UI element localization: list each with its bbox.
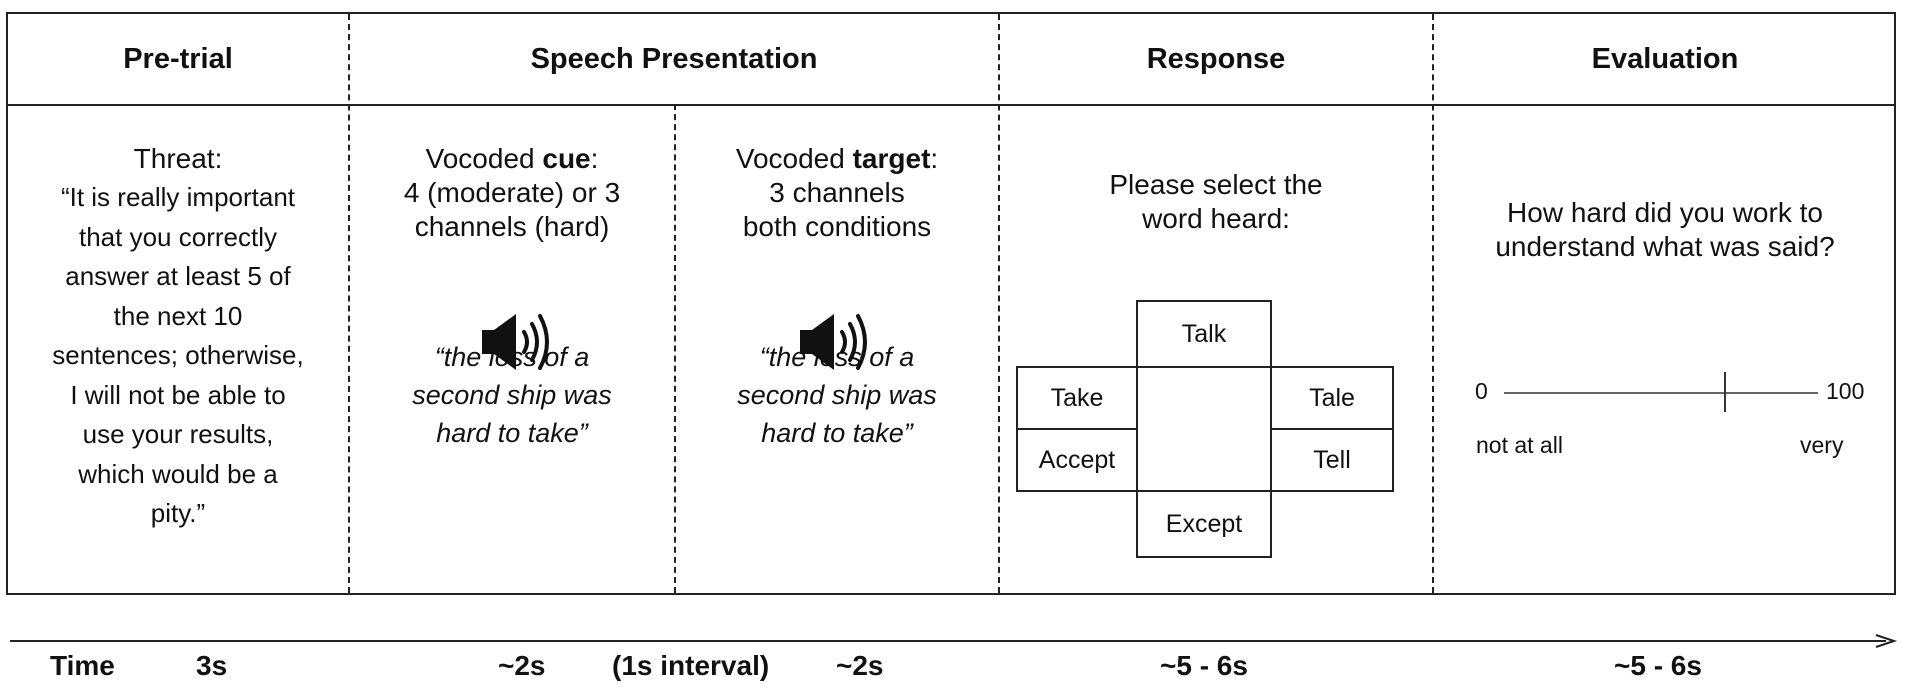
cue-condition-line: 4 (moderate) or 3	[403, 177, 621, 208]
divider-speech-response	[998, 14, 1000, 593]
header-divider	[8, 104, 1894, 106]
option-talk[interactable]: Talk	[1136, 300, 1272, 368]
threat-quote-line: the next 10	[113, 300, 243, 331]
target-title: Vocoded target:	[735, 143, 939, 174]
effort-question: How hard did you work to understand what…	[1495, 197, 1835, 262]
time-cue: ~2s	[498, 650, 546, 681]
time-response: ~5 - 6s	[1160, 650, 1248, 681]
target-condition-line: both conditions	[742, 211, 932, 242]
scale-max-label: very	[1800, 432, 1844, 458]
target-keyword: target	[852, 143, 931, 174]
threat-quote-line: sentences; otherwise,	[52, 340, 304, 370]
threat-quote-line: use your results,	[82, 419, 274, 449]
cue-sentence: “the loss of a second ship was hard to t…	[412, 342, 612, 448]
threat-quote-line: pity.”	[150, 498, 206, 528]
target-condition-line: 3 channels	[769, 177, 905, 208]
speaker-icon	[800, 314, 867, 370]
threat-quote-line: answer at least 5 of	[65, 261, 291, 291]
target-panel: Vocoded target: 3 channels both conditio…	[676, 142, 998, 244]
option-take[interactable]: Take	[1016, 366, 1138, 430]
phase-response: Response	[1146, 42, 1286, 75]
divider-pretrial-speech	[348, 14, 350, 593]
option-except[interactable]: Except	[1136, 490, 1272, 558]
threat-quote-line: “It is really important	[60, 182, 296, 212]
effort-scale-track[interactable]	[1504, 392, 1818, 394]
divider-cue-target	[674, 104, 676, 593]
time-label: Time	[50, 650, 115, 681]
cue-keyword: cue	[542, 143, 591, 174]
speaker-icon	[482, 314, 549, 370]
threat-quote-line: that you correctly	[79, 221, 277, 252]
phase-speech-presentation: Speech Presentation	[530, 42, 818, 75]
scale-min-label: not at all	[1476, 432, 1563, 458]
scale-max-value: 100	[1826, 378, 1865, 404]
divider-response-evaluation	[1432, 14, 1434, 593]
time-interval: (1s interval)	[612, 650, 770, 681]
threat-quote: “It is really important that you correct…	[8, 178, 348, 534]
cue-title: Vocoded cue:	[425, 143, 599, 174]
time-evaluation: ~5 - 6s	[1614, 650, 1702, 681]
timeline-arrow	[10, 634, 1898, 648]
cue-panel: Vocoded cue: 4 (moderate) or 3 channels …	[350, 142, 674, 244]
threat-heading: Threat:	[133, 143, 223, 174]
threat-quote-line: I will not be able to	[70, 379, 286, 410]
threat-quote-line: which would be a	[78, 458, 278, 489]
phase-evaluation: Evaluation	[1591, 42, 1739, 75]
time-pretrial: 3s	[196, 650, 228, 681]
option-tell[interactable]: Tell	[1270, 428, 1394, 492]
trial-diagram: Pre-trial Speech Presentation Response E…	[6, 12, 1896, 595]
phase-pretrial: Pre-trial	[123, 42, 233, 75]
time-target: ~2s	[836, 650, 884, 681]
cue-condition-line: channels (hard)	[414, 211, 610, 242]
option-tale[interactable]: Tale	[1270, 366, 1394, 430]
effort-scale-marker[interactable]	[1723, 372, 1726, 412]
scale-min-value: 0	[1475, 378, 1488, 404]
pretrial-panel: Threat: “It is really important that you…	[8, 142, 348, 534]
target-sentence: “the loss of a second ship was hard to t…	[737, 342, 937, 448]
response-prompt: Please select the word heard:	[1109, 169, 1323, 234]
option-accept[interactable]: Accept	[1016, 428, 1138, 492]
